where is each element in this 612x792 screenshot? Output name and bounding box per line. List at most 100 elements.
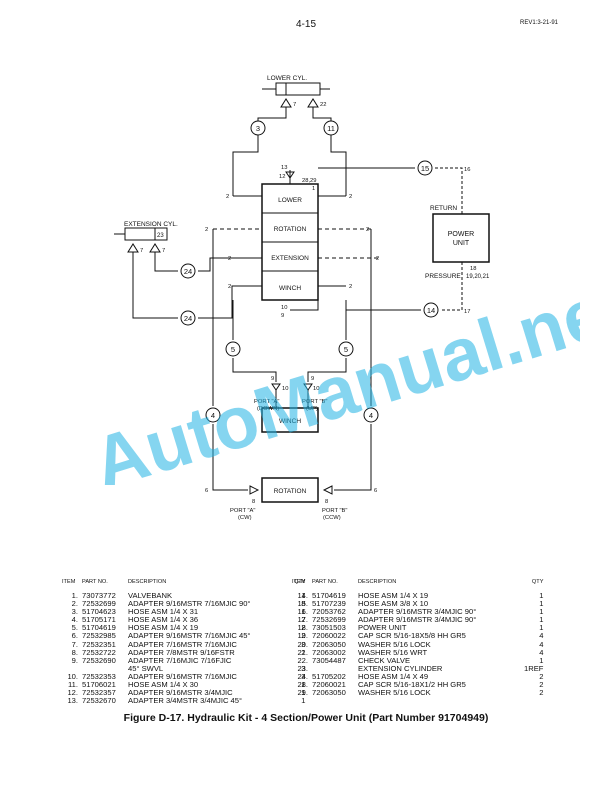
- figure-caption: Figure D-17. Hydraulic Kit - 4 Section/P…: [123, 712, 489, 724]
- rotation-motor-box: [261, 477, 319, 503]
- item-label: 13: [281, 165, 287, 171]
- balloon-label: 14: [427, 306, 435, 315]
- part-quantity: 1: [301, 688, 306, 698]
- description-header: DESCRIPTION: [358, 579, 397, 585]
- part-no-header: PART NO.: [82, 579, 108, 585]
- item-label: 2: [226, 194, 229, 200]
- item-number: 16.: [297, 607, 308, 617]
- item-number: 10.: [67, 671, 78, 681]
- rotation-label: ROTATION: [274, 488, 307, 495]
- item-label: 9: [281, 313, 284, 319]
- part-description: HOSE ASM 1/4 X 49: [358, 671, 429, 681]
- item-label: 9: [311, 376, 314, 382]
- part-description: CHECK VALVE: [358, 655, 411, 665]
- part-quantity: 2: [539, 671, 544, 681]
- item-label: 1: [312, 186, 315, 192]
- balloon-14: [423, 302, 439, 318]
- balloon-24-lower: [180, 310, 196, 326]
- part-number: 51704619: [312, 591, 346, 600]
- item-number: 6.: [71, 631, 78, 641]
- part-number: 72063050: [312, 688, 346, 698]
- part-description: HOSE ASM 1/4 X 19: [128, 623, 199, 633]
- item-number: 24.: [297, 671, 308, 681]
- item-number: 8.: [71, 647, 78, 657]
- item-label: 12: [279, 174, 285, 180]
- lower-cylinder: [275, 82, 321, 96]
- pressure-items: 19,20,21: [466, 274, 490, 280]
- parts-row: 19. 72060022 CAP SCR 5/16-18X5/8 HH GR5 4: [292, 632, 543, 640]
- item-number: 2.: [71, 599, 78, 609]
- part-quantity: 3: [301, 671, 306, 681]
- balloon-11: [323, 120, 339, 136]
- part-quantity: 1: [301, 591, 306, 600]
- item-label: 2: [366, 227, 369, 233]
- part-description: CAP SCR 5/16-18X5/8 HH GR5: [358, 631, 466, 641]
- item-number: 13.: [67, 696, 78, 706]
- part-description: VALVEBANK: [128, 591, 173, 600]
- part-quantity: 1: [539, 623, 544, 633]
- balloon-label: 24: [184, 267, 192, 276]
- valve-top-items: 28,29: [302, 178, 317, 184]
- item-label: 7: [293, 102, 296, 108]
- part-number: 72060022: [312, 631, 346, 641]
- rotation-port-a: PORT "A": [230, 508, 256, 514]
- valve-section-rotation: ROTATION: [274, 226, 307, 233]
- valve-section-winch: WINCH: [279, 285, 301, 292]
- winch-port-a: PORT "A": [254, 399, 280, 405]
- item-number: 17.: [297, 615, 308, 625]
- item-label: 6: [374, 488, 377, 494]
- power-unit-label: UNIT: [453, 240, 470, 247]
- item-number: 9.: [71, 655, 78, 665]
- item-number: 22.: [297, 655, 308, 665]
- part-description: ADAPTER 9/16MSTR 7/16MJIC 90°: [128, 599, 251, 609]
- item-label: 17: [464, 309, 470, 315]
- part-quantity: 2: [539, 680, 544, 690]
- part-quantity: 1: [301, 607, 306, 617]
- rotation-port-b-dir: (CCW): [323, 515, 341, 521]
- part-quantity: 2: [301, 647, 306, 657]
- part-no-header: PART NO.: [312, 579, 338, 585]
- part-description: ADAPTER 7/8MSTR 9/16FSTR: [128, 647, 235, 657]
- part-quantity: 4: [539, 639, 544, 649]
- winch-label: WINCH: [279, 418, 301, 425]
- item-label: 8: [325, 499, 328, 505]
- part-quantity: 4: [539, 631, 544, 641]
- part-quantity: 8: [301, 599, 306, 609]
- balloon-3: [250, 120, 266, 136]
- item-header: ITEM: [62, 579, 76, 585]
- part-description: WASHER 5/16 LOCK: [358, 688, 431, 698]
- part-quantity: 4: [539, 647, 544, 657]
- item-label: 2: [349, 284, 352, 290]
- part-description: HOSE ASM 1/4 X 36: [128, 615, 199, 625]
- part-quantity: 2: [301, 615, 306, 625]
- part-number: 72063002: [312, 647, 346, 657]
- item-number: 19.: [297, 631, 308, 641]
- part-description: ADAPTER 9/16MSTR 3/4MJIC 90°: [358, 615, 477, 625]
- item-number: 28.: [297, 680, 308, 690]
- part-description: HOSE ASM 3/8 X 10: [358, 599, 429, 609]
- part-description: ADAPTER 9/16MSTR 7/16MJIC 45°: [128, 631, 251, 641]
- part-quantity: 1: [539, 599, 544, 609]
- balloon-5-left: [225, 341, 241, 357]
- balloon-label: 3: [256, 124, 260, 133]
- balloon-4-right: [363, 407, 379, 423]
- balloon-label: 4: [211, 411, 215, 420]
- rotation-port-b: PORT "B": [322, 508, 348, 514]
- item-label: 10: [313, 386, 319, 392]
- item-number: 4.: [71, 615, 78, 625]
- part-quantity: 1: [539, 615, 544, 625]
- part-description: POWER UNIT: [358, 623, 407, 633]
- part-number: 72532353: [82, 671, 116, 681]
- part-number: 51706021: [82, 680, 116, 690]
